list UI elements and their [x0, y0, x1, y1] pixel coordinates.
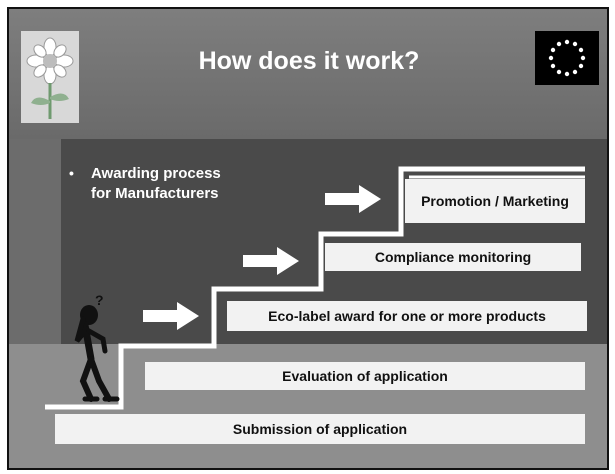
- right-arrow-icon: [243, 247, 299, 275]
- bullet-marker: •: [69, 165, 74, 181]
- question-mark: ?: [95, 292, 104, 308]
- bullet-text: Awarding process for Manufacturers: [91, 165, 221, 202]
- step-evaluation: Evaluation of application: [145, 362, 585, 390]
- slide: How does it work? • Awarding process for…: [7, 7, 609, 470]
- thinking-person-icon: ?: [74, 292, 120, 402]
- eu-stars-flag-icon: [535, 31, 599, 85]
- step-promotion: Promotion / Marketing: [405, 179, 585, 223]
- step-award: Eco-label award for one or more products: [227, 301, 587, 331]
- eco-flower-logo-icon: [21, 31, 79, 123]
- step-submission: Submission of application: [55, 414, 585, 444]
- header-band: [9, 9, 607, 139]
- step-compliance: Compliance monitoring: [325, 243, 581, 271]
- slide-title: How does it work?: [198, 47, 420, 75]
- right-arrow-icon: [325, 185, 381, 213]
- right-arrow-icon: [143, 302, 199, 330]
